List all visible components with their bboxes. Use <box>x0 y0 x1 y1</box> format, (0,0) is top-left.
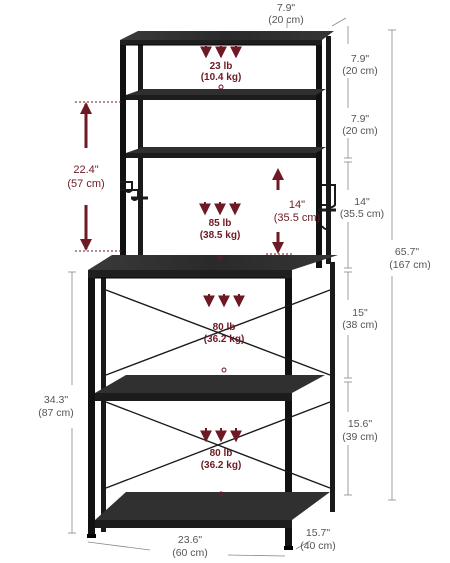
top-shelf-load-kg: (10.4 kg) <box>201 72 242 83</box>
load-callouts: 23 lb (10.4 kg) 85 lb (38.5 kg) 80 lb (3… <box>199 46 245 497</box>
top-shelf-load: 23 lb (10.4 kg) <box>200 46 242 90</box>
tier2-height-cm: (20 cm) <box>342 125 378 137</box>
tier5-height-in: 15.6" <box>348 418 372 430</box>
hutch-front-left-post <box>120 40 126 268</box>
bottom-shelf-load: 80 lb (36.2 kg) <box>200 428 242 497</box>
middle-shelf <box>95 375 325 401</box>
top-shelf-load-lb: 23 lb <box>210 61 233 72</box>
accent-dimensions: 22.4" (57 cm) 14" (35.5 cm) <box>67 101 320 255</box>
gap-height-in: 14" <box>289 199 305 211</box>
third-shelf <box>126 147 326 158</box>
tier1-height-cm: (20 cm) <box>342 65 378 77</box>
base-front-left-post <box>88 276 95 536</box>
bakers-rack <box>87 31 338 550</box>
base-back-right-post <box>330 262 335 512</box>
hutch-height-cm: (57 cm) <box>67 178 104 190</box>
hutch-height-in: 22.4" <box>73 164 98 176</box>
gap-height-cm: (35.5 cm) <box>274 212 320 224</box>
tier3-height-cm: (35.5 cm) <box>340 208 384 220</box>
total-height-cm: (167 cm) <box>389 259 430 271</box>
top-shelf <box>120 31 334 46</box>
down-arrow-icon <box>203 294 245 308</box>
dimension-lines <box>68 17 396 557</box>
depth-cm: (40 cm) <box>300 540 336 552</box>
middle-shelf-load-lb: 80 lb <box>213 322 236 333</box>
middle-shelf-load: 80 lb (36.2 kg) <box>203 294 245 373</box>
base-front-right-post <box>285 276 292 548</box>
bottom-shelf-load-lb: 80 lb <box>210 448 233 459</box>
middle-shelf-load-kg: (36.2 kg) <box>204 334 245 345</box>
down-arrow-icon <box>200 428 242 443</box>
right-hooks <box>318 184 336 230</box>
counter-top <box>88 255 338 279</box>
width-cm: (60 cm) <box>172 547 208 559</box>
tier4-height-in: 15" <box>352 307 368 319</box>
depth-in: 15.7" <box>306 527 330 539</box>
counter-load: 85 lb (38.5 kg) <box>199 202 241 261</box>
front-right-foot <box>284 546 293 550</box>
tier2-height-in: 7.9" <box>351 113 370 125</box>
bottom-shelf-load-kg: (36.2 kg) <box>201 460 242 471</box>
second-shelf <box>126 89 326 100</box>
counter-load-lb: 85 lb <box>209 218 232 229</box>
hutch-back-right-post <box>326 36 331 264</box>
tier3-height-in: 14" <box>354 196 370 208</box>
left-hooks <box>120 181 148 201</box>
width-in: 23.6" <box>178 534 202 546</box>
hutch-front-right-post <box>316 40 322 268</box>
bottom-shelf <box>95 492 330 528</box>
down-arrow-icon <box>200 46 242 59</box>
hutch-height-dimension: 22.4" (57 cm) <box>67 101 122 252</box>
top-depth-in: 7.9" <box>277 2 296 14</box>
back-x-brace <box>105 289 331 489</box>
tier5-height-cm: (39 cm) <box>342 431 378 443</box>
top-depth-cm: (20 cm) <box>268 14 304 26</box>
dimension-labels: 7.9" (20 cm) 7.9" (20 cm) 7.9" (20 cm) 1… <box>38 2 431 559</box>
gap-height-dimension: 14" (35.5 cm) <box>266 168 320 255</box>
tier4-height-cm: (38 cm) <box>342 319 378 331</box>
base-height-in: 34.3" <box>44 394 68 406</box>
down-arrow-icon <box>199 202 241 216</box>
base-height-cm: (87 cm) <box>38 407 74 419</box>
front-left-foot <box>87 534 96 538</box>
counter-load-kg: (38.5 kg) <box>200 230 241 241</box>
tier1-height-in: 7.9" <box>351 53 370 65</box>
total-height-in: 65.7" <box>395 246 419 258</box>
